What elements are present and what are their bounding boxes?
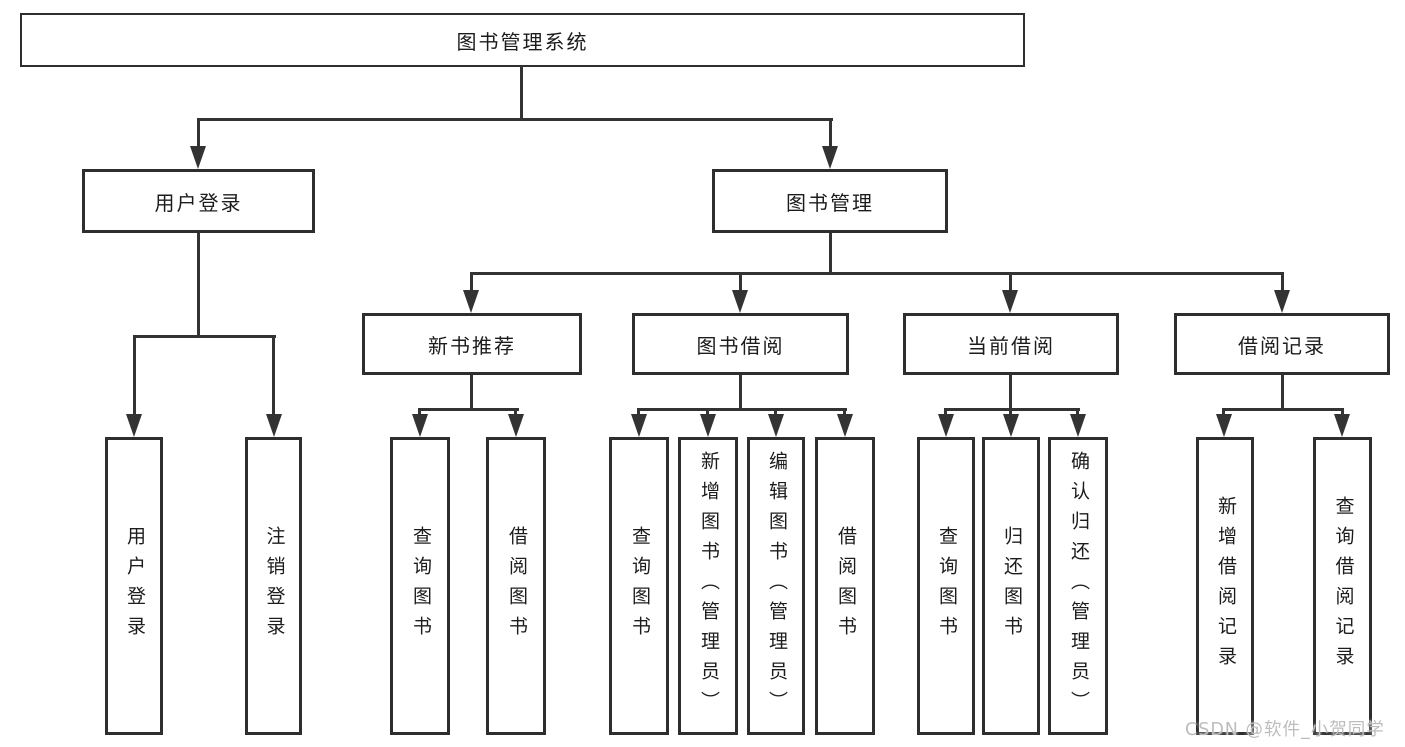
connector-line	[829, 233, 832, 272]
connector-line	[944, 408, 1080, 411]
connector-line	[637, 408, 640, 418]
leaf-label: 注销登录	[263, 526, 286, 646]
connector-line	[637, 408, 847, 411]
arrow-down-icon	[732, 290, 748, 313]
connector-line	[739, 272, 742, 292]
connector-line	[739, 375, 742, 408]
node-book-borrowing: 图书借阅	[632, 313, 849, 375]
arrow-down-icon	[1002, 290, 1018, 313]
arrow-down-icon	[412, 414, 428, 437]
arrow-down-icon	[822, 146, 838, 169]
connector-line	[418, 408, 421, 418]
node-label: 当前借阅	[967, 333, 1055, 358]
leaf-edit-books-admin: 编辑图书（管理员）	[747, 437, 805, 735]
connector-line	[1009, 375, 1012, 408]
leaf-confirm-return-admin: 确认归还（管理员）	[1048, 437, 1108, 735]
leaf-user-login: 用户登录	[105, 437, 163, 735]
arrow-down-icon	[266, 414, 282, 437]
connector-line	[774, 408, 777, 418]
connector-line	[1076, 408, 1079, 418]
connector-line	[133, 335, 276, 338]
node-library-management-system: 图书管理系统	[20, 13, 1025, 67]
leaf-label: 借阅图书	[505, 526, 528, 646]
arrow-down-icon	[700, 414, 716, 437]
arrow-down-icon	[837, 414, 853, 437]
leaf-query-borrow-record: 查询借阅记录	[1313, 437, 1372, 735]
arrow-down-icon	[1070, 414, 1086, 437]
leaf-add-books-admin: 新增图书（管理员）	[678, 437, 738, 735]
arrow-down-icon	[938, 414, 954, 437]
node-label: 图书管理	[786, 190, 874, 215]
node-user-login: 用户登录	[82, 169, 315, 233]
connector-line	[514, 408, 517, 418]
connector-line	[197, 233, 200, 335]
node-label: 新书推荐	[428, 333, 516, 358]
node-label: 图书管理系统	[456, 29, 589, 54]
leaf-label: 查询图书	[935, 526, 958, 646]
connector-line	[197, 118, 833, 121]
leaf-label: 查询图书	[628, 526, 651, 646]
leaf-label: 编辑图书（管理员）	[765, 451, 788, 721]
leaf-borrow-books-recommend: 借阅图书	[486, 437, 546, 735]
arrow-down-icon	[190, 146, 206, 169]
node-label: 图书借阅	[696, 333, 785, 358]
node-new-book-recommendation: 新书推荐	[362, 313, 582, 375]
leaf-return-books: 归还图书	[982, 437, 1040, 735]
arrow-down-icon	[1216, 414, 1232, 437]
connector-line	[470, 272, 1284, 275]
node-book-management: 图书管理	[712, 169, 948, 233]
leaf-logout-login: 注销登录	[245, 437, 302, 735]
node-label: 用户登录	[154, 190, 243, 215]
arrow-down-icon	[631, 414, 647, 437]
connector-line	[520, 66, 523, 118]
leaf-add-borrow-record: 新增借阅记录	[1196, 437, 1254, 735]
connector-line	[1222, 408, 1344, 411]
connector-line	[133, 335, 136, 416]
leaf-borrow-books-borrowing: 借阅图书	[815, 437, 875, 735]
node-borrowing-records: 借阅记录	[1174, 313, 1390, 375]
arrow-down-icon	[126, 414, 142, 437]
watermark-text: CSDN @软件_小贺同学	[1185, 720, 1385, 740]
connector-line	[1009, 272, 1012, 292]
leaf-label: 新增图书（管理员）	[697, 451, 720, 721]
node-label: 借阅记录	[1238, 333, 1326, 358]
leaf-label: 查询借阅记录	[1332, 496, 1355, 676]
connector-line	[1222, 408, 1225, 418]
connector-line	[197, 118, 200, 150]
leaf-query-books-borrowing: 查询图书	[609, 437, 669, 735]
leaf-query-books-recommend: 查询图书	[390, 437, 450, 735]
connector-line	[1281, 272, 1284, 292]
connector-line	[944, 408, 947, 418]
connector-line	[1281, 375, 1284, 408]
connector-line	[470, 272, 473, 292]
arrow-down-icon	[1003, 414, 1019, 437]
node-current-borrowing: 当前借阅	[903, 313, 1119, 375]
leaf-query-books-current: 查询图书	[917, 437, 975, 735]
connector-line	[706, 408, 709, 418]
arrow-down-icon	[768, 414, 784, 437]
arrow-down-icon	[1334, 414, 1350, 437]
connector-line	[272, 335, 275, 416]
leaf-label: 借阅图书	[834, 526, 857, 646]
leaf-label: 新增借阅记录	[1214, 496, 1237, 676]
connector-line	[1341, 408, 1344, 418]
connector-line	[470, 375, 473, 408]
arrow-down-icon	[508, 414, 524, 437]
connector-line	[829, 118, 832, 150]
arrow-down-icon	[463, 290, 479, 313]
arrow-down-icon	[1274, 290, 1290, 313]
connector-line	[418, 408, 519, 411]
leaf-label: 确认归还（管理员）	[1067, 451, 1090, 721]
connector-line	[843, 408, 846, 418]
leaf-label: 归还图书	[1000, 526, 1023, 646]
leaf-label: 查询图书	[409, 526, 432, 646]
connector-line	[1009, 408, 1012, 418]
leaf-label: 用户登录	[123, 526, 146, 646]
